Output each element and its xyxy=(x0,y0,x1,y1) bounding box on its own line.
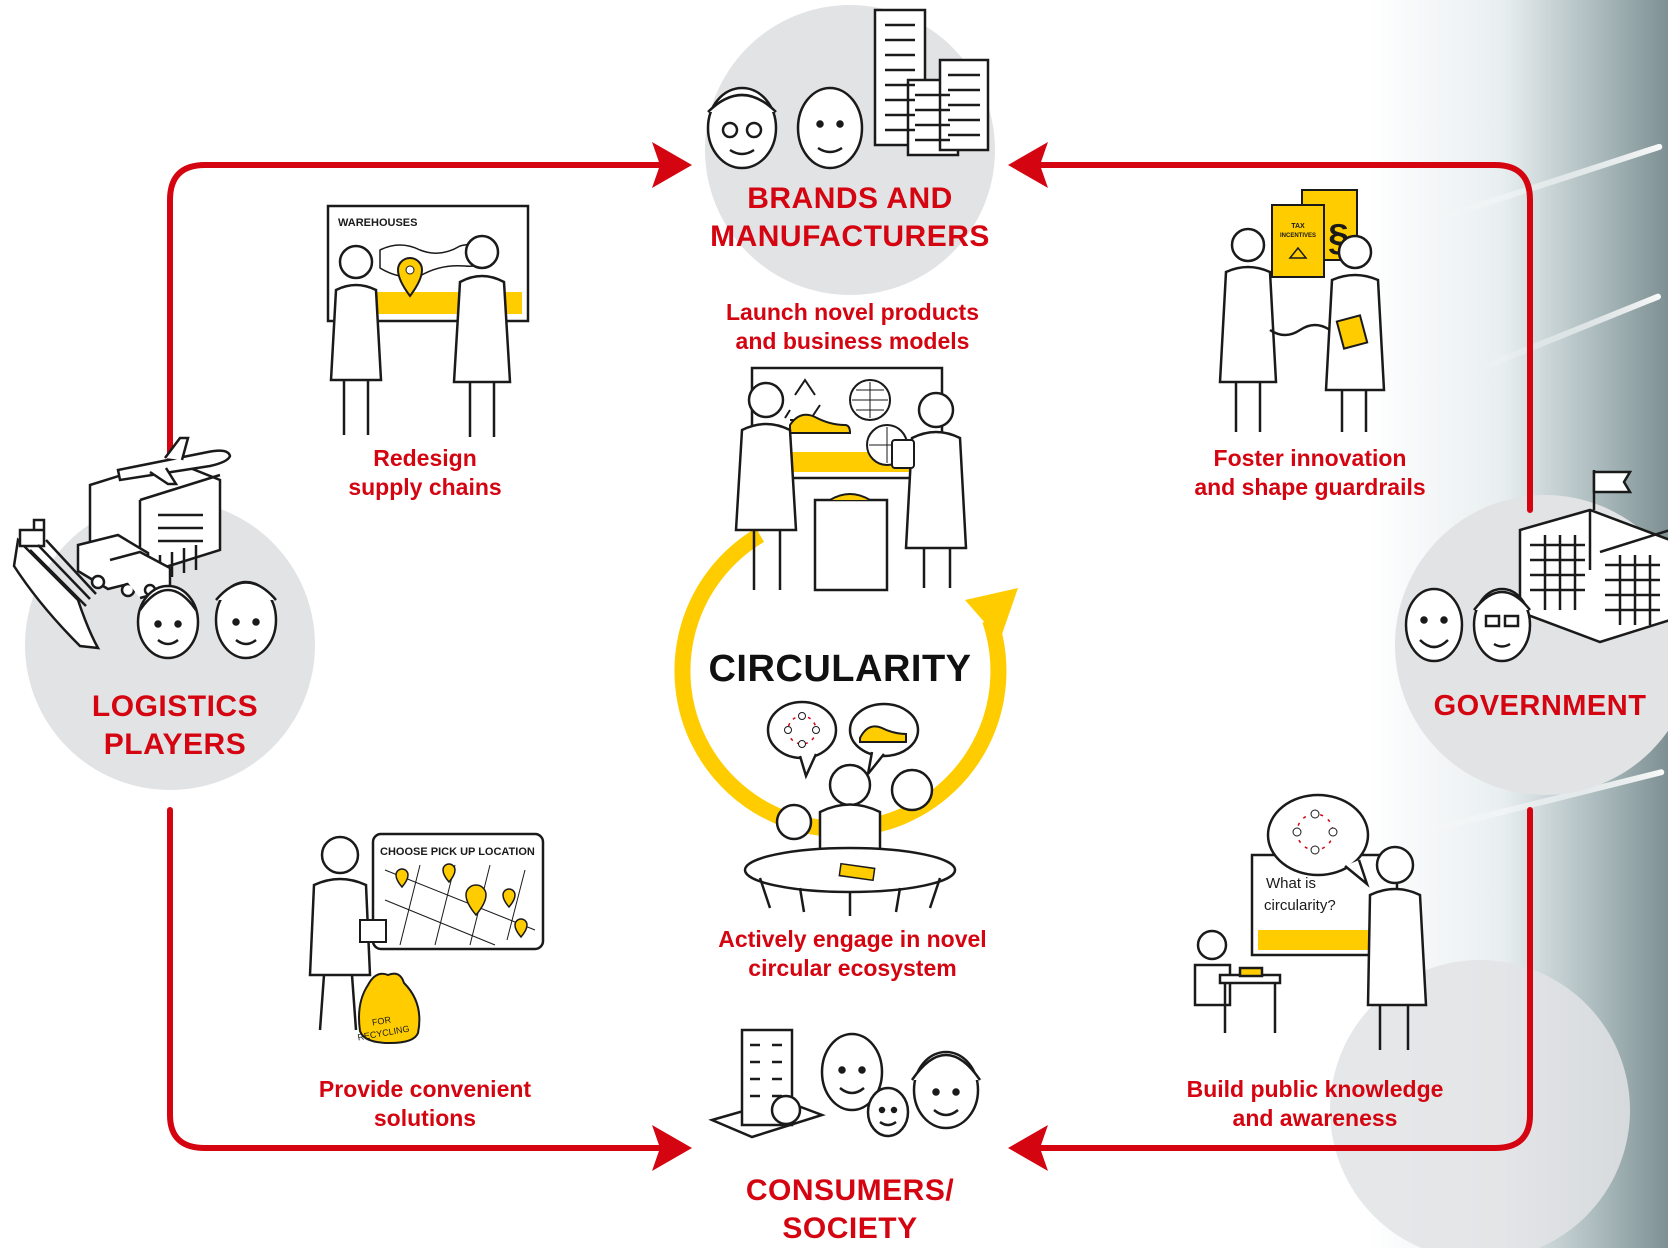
person-icon xyxy=(214,580,278,660)
caption-public-line1: Build public knowledge xyxy=(1186,1076,1444,1102)
warehouses-scene: WAREHOUSES xyxy=(326,204,530,437)
arrow-head xyxy=(652,142,692,188)
person-icon xyxy=(308,835,372,1031)
government-title-line1: GOVERNMENT xyxy=(1433,690,1647,722)
building-icon xyxy=(708,1028,826,1139)
speech-bubble-icon xyxy=(848,702,920,775)
recycling-label-1: FOR xyxy=(371,1014,392,1027)
logistics-title: LOGISTICS PLAYERS xyxy=(40,688,310,763)
person-icon xyxy=(910,1050,982,1130)
person-icon xyxy=(1366,845,1428,1050)
document-icon: TAX INCENTIVES § xyxy=(1271,189,1358,278)
person-icon xyxy=(866,1086,910,1138)
product-launch-scene xyxy=(734,366,968,592)
caption-consumers-line2: circular ecosystem xyxy=(748,955,957,982)
brands-title-line2: MANUFACTURERS xyxy=(710,219,990,253)
caption-logistics-solutions: Provide convenient solutions xyxy=(300,1075,550,1134)
tax-label-2: INCENTIVES xyxy=(1280,233,1316,239)
speech-bubble-icon xyxy=(766,700,838,780)
caption-brands: Launch novel products and business model… xyxy=(690,298,1015,357)
person-icon xyxy=(1218,227,1278,432)
recycling-bag-icon: FOR RECYCLING xyxy=(357,972,421,1045)
caption-brands-line2: and business models xyxy=(735,328,970,355)
speech-bubble-icon xyxy=(1266,793,1370,888)
circularity-title: CIRCULARITY xyxy=(708,648,972,690)
caption-brands-line1: Launch novel products xyxy=(725,299,980,325)
caption-public-line2: and awareness xyxy=(1232,1105,1398,1132)
person-icon xyxy=(452,234,512,437)
person-icon xyxy=(890,768,934,812)
caption-logistics-solutions-line1: Provide convenient xyxy=(318,1076,532,1102)
person-icon xyxy=(136,584,200,660)
person-icon xyxy=(820,1032,884,1112)
caption-logistics-line1: Redesign xyxy=(373,445,477,471)
tax-label-1: TAX xyxy=(1291,223,1305,230)
building-icon xyxy=(873,8,990,157)
caption-logistics-line2: supply chains xyxy=(348,474,502,501)
tablet-icon xyxy=(371,832,545,951)
arrow-head xyxy=(1008,142,1048,188)
tablet-icon xyxy=(891,439,915,469)
consumers-title: CONSUMERS/ SOCIETY xyxy=(690,1172,1010,1247)
arrow-logistics-to-brands xyxy=(167,162,665,503)
consumers-title-line1: CONSUMERS/ xyxy=(745,1174,955,1207)
flag-icon xyxy=(1592,470,1633,510)
government-title: GOVERNMENT xyxy=(1410,688,1668,724)
government-icons xyxy=(1404,470,1668,663)
flow-arrows xyxy=(167,162,1533,1151)
logistics-icons xyxy=(12,436,278,660)
airplane-icon xyxy=(116,436,232,486)
person-icon xyxy=(734,381,798,590)
pickup-label: CHOOSE PICK UP LOCATION xyxy=(380,846,535,858)
arrow-heads xyxy=(652,142,1048,1171)
map-pin-icon xyxy=(395,863,528,939)
truck-icon xyxy=(76,533,172,600)
person-icon xyxy=(904,391,968,588)
board-text-2: circularity? xyxy=(1264,897,1336,914)
caption-consumers: Actively engage in novel circular ecosys… xyxy=(690,925,1015,984)
logistics-title-line1: LOGISTICS xyxy=(91,690,259,723)
person-icon xyxy=(706,86,778,170)
brands-title-line1: BRANDS AND xyxy=(747,182,953,215)
caption-government-line1: Foster innovation xyxy=(1213,445,1407,471)
shoe-icon xyxy=(859,725,907,743)
person-icon xyxy=(775,803,813,841)
caption-government: Foster innovation and shape guardrails xyxy=(1180,444,1440,503)
warehouses-label: WAREHOUSES xyxy=(338,217,417,229)
board-text-1: What is xyxy=(1266,875,1316,892)
student-desk xyxy=(1193,929,1282,1033)
brands-people-icons xyxy=(706,8,990,170)
arrow-head xyxy=(1008,1125,1048,1171)
person-icon xyxy=(796,86,864,170)
ship-icon xyxy=(12,518,101,650)
person-icon xyxy=(1196,929,1228,961)
consumers-icons xyxy=(708,1028,982,1139)
person-icon xyxy=(1472,587,1532,663)
person-icon xyxy=(1404,587,1464,663)
person-icon xyxy=(828,763,872,807)
shoe-icon xyxy=(829,493,871,501)
arrow-government-to-consumers xyxy=(1027,807,1533,1151)
map-pin-icon xyxy=(396,257,424,298)
arrow-government-to-brands xyxy=(1027,162,1533,513)
caption-logistics: Redesign supply chains xyxy=(310,444,540,503)
caption-government-line2: and shape guardrails xyxy=(1194,474,1426,501)
shoe-icon xyxy=(789,413,852,434)
logistics-title-line2: PLAYERS xyxy=(103,727,247,761)
arrow-head xyxy=(652,1125,692,1171)
brands-title: BRANDS AND MANUFACTURERS xyxy=(665,180,1035,255)
arrow-logistics-to-consumers xyxy=(167,807,665,1151)
caption-public: Build public knowledge and awareness xyxy=(1170,1075,1460,1134)
consumers-title-line2: SOCIETY xyxy=(782,1211,918,1245)
consumers-circle-right xyxy=(1330,960,1630,1248)
government-scene: TAX INCENTIVES § xyxy=(1218,189,1386,432)
classroom-scene: What is circularity? xyxy=(1193,793,1428,1050)
person-icon xyxy=(329,244,383,435)
caption-consumers-line1: Actively engage in novel xyxy=(718,926,987,952)
caption-logistics-solutions-line2: solutions xyxy=(373,1105,477,1132)
pickup-scene: CHOOSE PICK UP LOCATION FOR RECYCLING xyxy=(308,832,545,1045)
dinner-scene xyxy=(743,700,957,916)
